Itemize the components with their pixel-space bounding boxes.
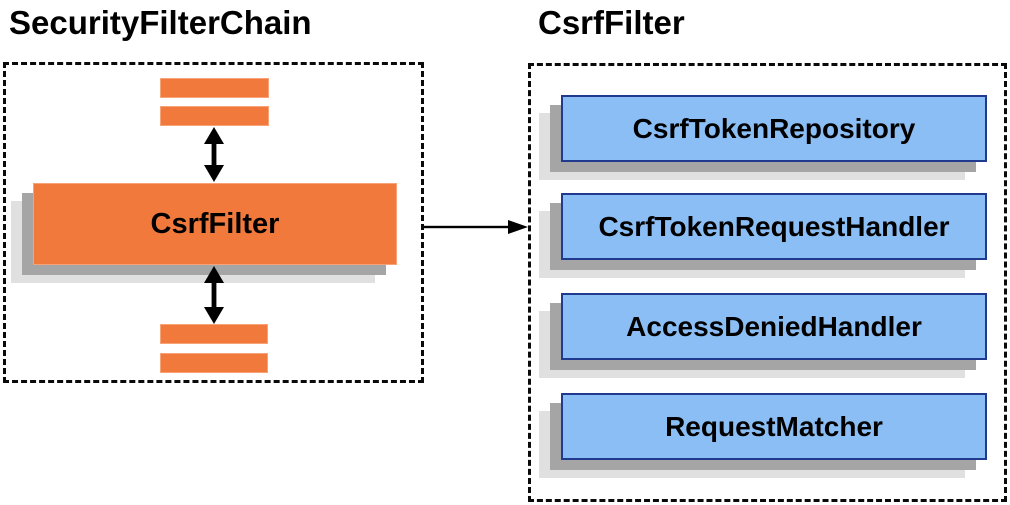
csrf-filter-title: CsrfFilter [538,4,685,41]
top-double-arrow-icon [202,127,226,182]
component-box-csrf-token-request-handler: CsrfTokenRequestHandler [561,193,987,260]
bottom-double-arrow-icon [202,266,226,324]
security-filter-chain-container [3,62,424,383]
component-label: CsrfTokenRepository [632,112,916,144]
csrf-filter-box-label: CsrfFilter [150,207,280,240]
security-filter-chain-title: SecurityFilterChain [9,4,312,41]
filter-chain-bar-bottom-2 [160,353,268,373]
filter-chain-bar-top-1 [160,78,269,98]
flow-arrow-icon [424,217,528,237]
filter-chain-bar-top-2 [160,106,269,126]
csrf-filter-container [528,63,1007,502]
filter-chain-bar-bottom-1 [160,324,268,344]
component-box-access-denied-handler: AccessDeniedHandler [561,293,987,360]
component-label: CsrfTokenRequestHandler [598,210,950,242]
component-label: AccessDeniedHandler [626,310,922,342]
component-box-request-matcher: RequestMatcher [561,393,987,460]
component-label: RequestMatcher [665,410,883,442]
component-box-csrf-token-repository: CsrfTokenRepository [561,95,987,162]
csrf-filter-box: CsrfFilter [33,183,397,265]
